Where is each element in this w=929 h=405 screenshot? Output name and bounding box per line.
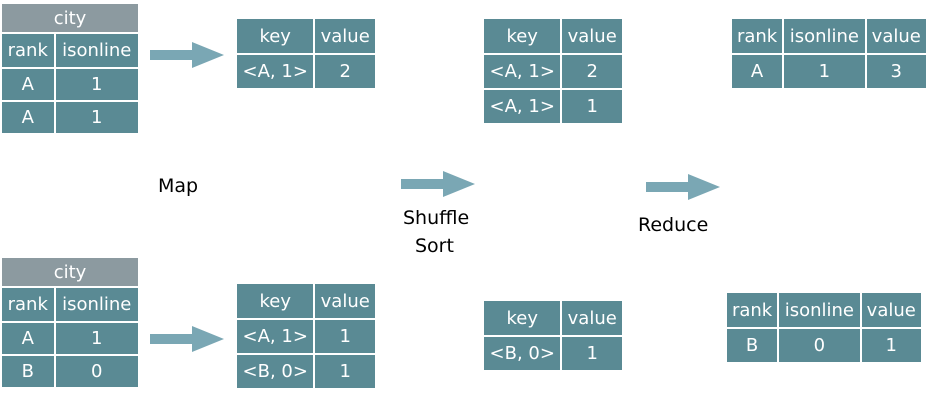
table-cell: 1 <box>861 329 921 362</box>
column-header-isonline: isonline <box>784 19 865 53</box>
table-cell: <A, 1> <box>484 55 561 88</box>
column-header-rank: rank <box>732 19 783 53</box>
column-header-key: key <box>484 19 561 53</box>
column-header-rank: rank <box>2 34 54 67</box>
reduce-table-1: rank isonline value A 1 3 <box>730 17 928 90</box>
table-cell: 1 <box>784 55 865 88</box>
table-cell: A <box>732 55 783 88</box>
column-header-value: value <box>315 284 375 318</box>
table-cell: 1 <box>55 102 138 133</box>
table-cell: 1 <box>315 355 375 388</box>
shuffle-label: Shuffle <box>403 207 470 229</box>
table-cell: B <box>2 356 54 387</box>
column-header-value: value <box>866 19 926 53</box>
table-title: city <box>2 258 138 286</box>
column-header-value: value <box>562 301 622 335</box>
reduce-table-2: rank isonline value B 0 1 <box>725 291 923 364</box>
table-cell: 2 <box>315 55 375 88</box>
column-header-key: key <box>484 301 561 335</box>
column-header-value: value <box>315 19 375 53</box>
arrow-right-icon <box>150 42 224 68</box>
column-header-rank: rank <box>727 293 778 327</box>
map-label: Map <box>158 175 199 197</box>
table-cell: 1 <box>55 69 138 100</box>
arrow-right-icon <box>150 326 224 352</box>
table-cell: 1 <box>315 320 375 353</box>
column-header-isonline: isonline <box>779 293 860 327</box>
input-table-2: city rank isonline A 1 B 0 <box>0 256 140 389</box>
table-cell: <A, 1> <box>237 320 314 353</box>
table-cell: 3 <box>866 55 926 88</box>
table-cell: 2 <box>562 55 622 88</box>
column-header-rank: rank <box>2 288 54 321</box>
arrow-right-icon <box>646 174 720 200</box>
map-output-table-1: key value <A, 1> 2 <box>235 17 377 90</box>
table-cell: <B, 0> <box>484 337 561 370</box>
sort-label: Sort <box>415 235 454 257</box>
column-header-key: key <box>237 284 314 318</box>
shuffle-table-2: key value <B, 0> 1 <box>482 299 624 372</box>
table-cell: <A, 1> <box>237 55 314 88</box>
table-cell: A <box>2 323 54 354</box>
table-cell: A <box>2 69 54 100</box>
column-header-key: key <box>237 19 314 53</box>
arrow-right-icon <box>401 171 475 197</box>
input-table-1: city rank isonline A 1 A 1 <box>0 2 140 135</box>
table-cell: 0 <box>55 356 138 387</box>
table-cell: <B, 0> <box>237 355 314 388</box>
column-header-isonline: isonline <box>55 288 138 321</box>
shuffle-table-1: key value <A, 1> 2 <A, 1> 1 <box>482 17 624 125</box>
table-title: city <box>2 4 138 32</box>
column-header-value: value <box>861 293 921 327</box>
table-cell: B <box>727 329 778 362</box>
table-cell: <A, 1> <box>484 90 561 123</box>
reduce-label: Reduce <box>638 214 709 236</box>
table-cell: 1 <box>562 90 622 123</box>
table-cell: 0 <box>779 329 860 362</box>
table-cell: 1 <box>562 337 622 370</box>
column-header-value: value <box>562 19 622 53</box>
table-cell: 1 <box>55 323 138 354</box>
column-header-isonline: isonline <box>55 34 138 67</box>
table-cell: A <box>2 102 54 133</box>
map-output-table-2: key value <A, 1> 1 <B, 0> 1 <box>235 282 377 390</box>
